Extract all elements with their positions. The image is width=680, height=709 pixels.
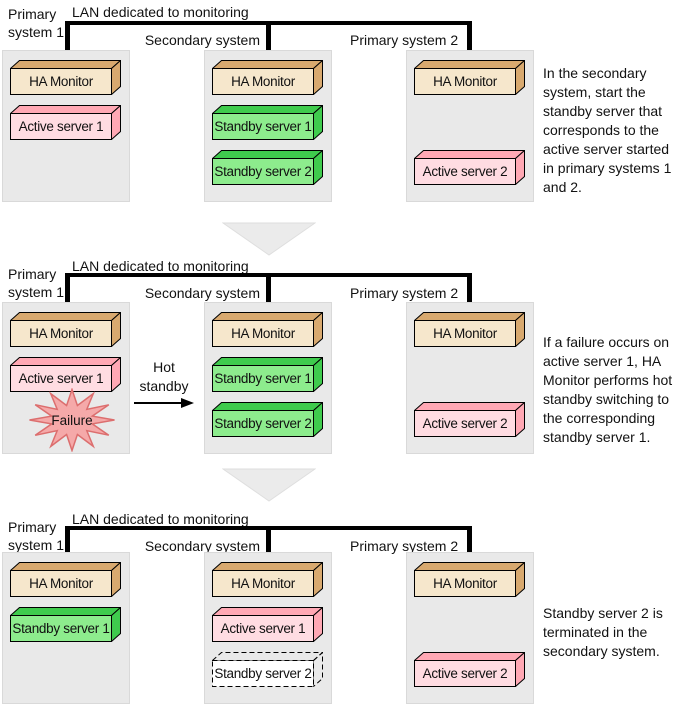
- server-box-ha-monitor: HA Monitor: [414, 60, 525, 95]
- lan-drop-line: [266, 21, 271, 50]
- primary-system-1-label: Primary system 1: [8, 6, 65, 40]
- server-box-ha-monitor: HA Monitor: [212, 60, 323, 95]
- server-box-label: Standby server 1: [214, 371, 312, 386]
- server-box-label: Standby server 2: [214, 164, 312, 179]
- server-box-label: HA Monitor: [433, 576, 497, 591]
- lan-drop-line: [467, 273, 472, 302]
- server-box-active-server-1: Active server 1: [10, 357, 121, 392]
- lan-label: LAN dedicated to monitoring: [72, 4, 249, 20]
- server-box-ha-monitor: HA Monitor: [10, 60, 121, 95]
- server-box-label: Active server 2: [422, 416, 508, 431]
- lan-drop-line: [467, 21, 472, 50]
- failure-label: Failure: [51, 412, 93, 428]
- server-box-label: Standby server 2: [214, 666, 312, 681]
- server-box-label: Standby server 2: [214, 416, 312, 431]
- server-box-standby-server-1: Standby server 1: [212, 357, 323, 392]
- failure-burst-icon: Failure: [28, 388, 116, 452]
- server-box-label: Active server 1: [18, 371, 104, 386]
- stage-separator-icon: [222, 222, 316, 256]
- server-box-label: HA Monitor: [433, 74, 497, 89]
- server-box-label: HA Monitor: [231, 576, 295, 591]
- failure-star-shape: [29, 388, 115, 452]
- server-box-label: Standby server 1: [12, 621, 110, 636]
- server-box-label: Active server 2: [422, 164, 508, 179]
- primary-system-2-label: Primary system 2: [350, 32, 459, 48]
- server-box-label: HA Monitor: [29, 576, 93, 591]
- lan-label: LAN dedicated to monitoring: [72, 511, 249, 527]
- lan-drop-line: [65, 526, 70, 552]
- server-box-ha-monitor: HA Monitor: [414, 312, 525, 347]
- server-box-active-server-2: Active server 2: [414, 150, 525, 185]
- server-box-label: HA Monitor: [29, 74, 93, 89]
- server-box-label: Active server 1: [220, 621, 306, 636]
- server-box-label: HA Monitor: [231, 326, 295, 341]
- server-box-standby-server-2: Standby server 2: [212, 402, 323, 437]
- secondary-system-label: Secondary system: [144, 538, 260, 554]
- server-box-label: Active server 2: [422, 666, 508, 681]
- server-box-label: HA Monitor: [433, 326, 497, 341]
- server-box-standby-server-2: Standby server 2: [212, 150, 323, 185]
- secondary-system-label: Secondary system: [144, 285, 260, 301]
- primary-system-1-label: Primary system 1: [8, 266, 65, 300]
- lan-drop-line: [266, 526, 271, 552]
- lan-label: LAN dedicated to monitoring: [72, 258, 249, 274]
- lan-drop-line: [65, 273, 70, 302]
- primary-system-1-label: Primary system 1: [8, 519, 65, 553]
- lan-drop-line: [266, 273, 271, 302]
- server-box-label: HA Monitor: [29, 326, 93, 341]
- server-box-ha-monitor: HA Monitor: [212, 312, 323, 347]
- hot-standby-arrow-icon: [134, 398, 194, 408]
- server-box-active-server-1: Active server 1: [212, 607, 323, 642]
- server-box-active-server-1: Active server 1: [10, 105, 121, 140]
- server-box-label: Standby server 1: [214, 119, 312, 134]
- primary-system-2-label: Primary system 2: [350, 538, 459, 554]
- primary-system-2-label: Primary system 2: [350, 285, 459, 301]
- stage-separator-icon: [222, 468, 316, 502]
- server-box-ha-monitor: HA Monitor: [414, 562, 525, 597]
- server-box-ha-monitor: HA Monitor: [10, 562, 121, 597]
- lan-drop-line: [65, 21, 70, 50]
- server-box-standby-server-1: Standby server 1: [10, 607, 121, 642]
- secondary-system-label: Secondary system: [144, 32, 260, 48]
- lan-drop-line: [467, 526, 472, 552]
- server-box-active-server-2: Active server 2: [414, 402, 525, 437]
- server-box-standby-server-1: Standby server 1: [212, 105, 323, 140]
- server-box-label: HA Monitor: [231, 74, 295, 89]
- server-box-active-server-2: Active server 2: [414, 652, 525, 687]
- server-box-standby-server-2-terminated: Standby server 2: [212, 652, 323, 687]
- server-box-ha-monitor: HA Monitor: [212, 562, 323, 597]
- server-box-ha-monitor: HA Monitor: [10, 312, 121, 347]
- server-box-label: Active server 1: [18, 119, 104, 134]
